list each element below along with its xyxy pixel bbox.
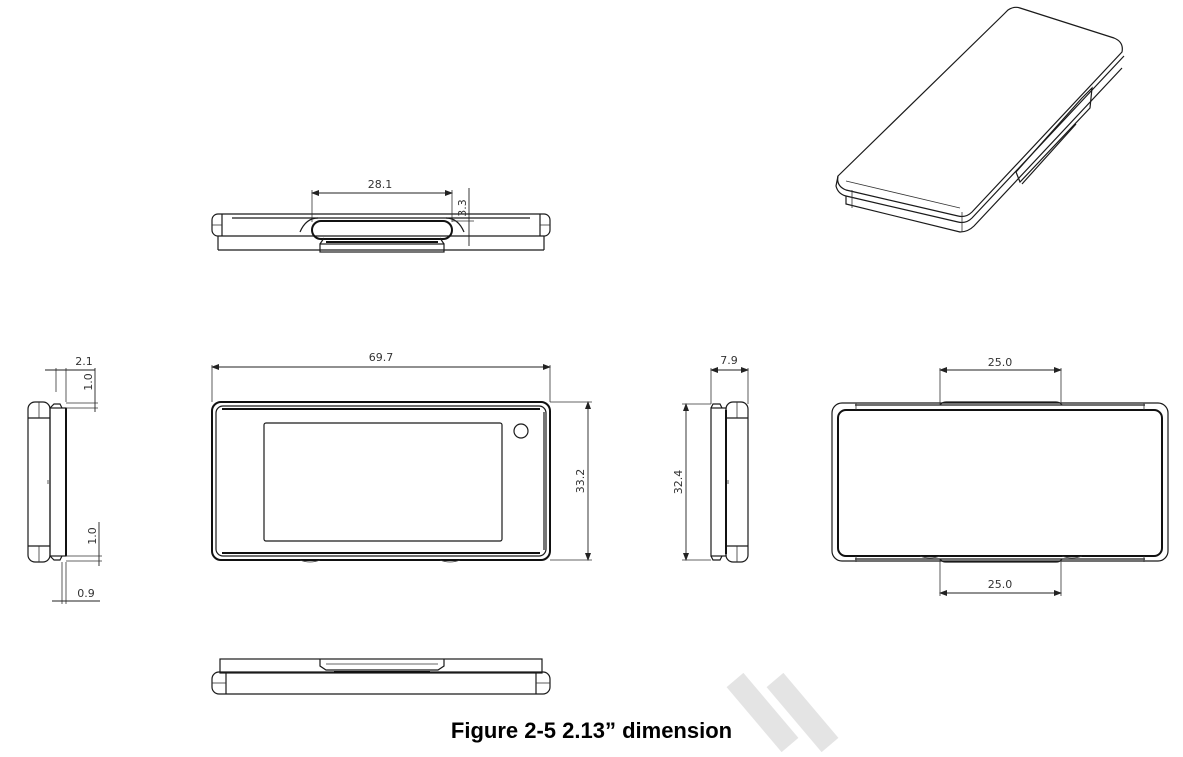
front-height-label: 33.2: [574, 469, 587, 494]
left-bottom-offset-label: 0.9: [77, 587, 95, 600]
right-side-view: 7.9 32.4: [672, 354, 749, 563]
bottom-view: [211, 658, 551, 695]
left-top-step-label: 1.0: [82, 373, 95, 391]
front-width-label: 69.7: [369, 351, 394, 364]
front-view: 69.7 33.2: [211, 351, 592, 563]
right-height-label: 32.4: [672, 470, 685, 495]
left-top-offset-label: 2.1: [75, 355, 93, 368]
top-slot-width-label: 28.1: [368, 178, 393, 191]
left-bottom-step-label: 1.0: [86, 527, 99, 545]
isometric-view: [835, 6, 1125, 233]
watermark: [726, 672, 839, 753]
right-depth-label: 7.9: [720, 354, 738, 367]
figure-caption: Figure 2-5 2.13” dimension: [450, 718, 733, 743]
back-top-clip-label: 25.0: [988, 356, 1013, 369]
back-view: 25.0 25.0: [831, 356, 1169, 596]
left-side-view: 2.1 1.0 1.0 0.9: [27, 355, 102, 604]
back-bottom-clip-label: 25.0: [988, 578, 1013, 591]
top-view: 28.1 3.3: [211, 178, 551, 253]
top-slot-height-label: 3.3: [456, 199, 469, 217]
